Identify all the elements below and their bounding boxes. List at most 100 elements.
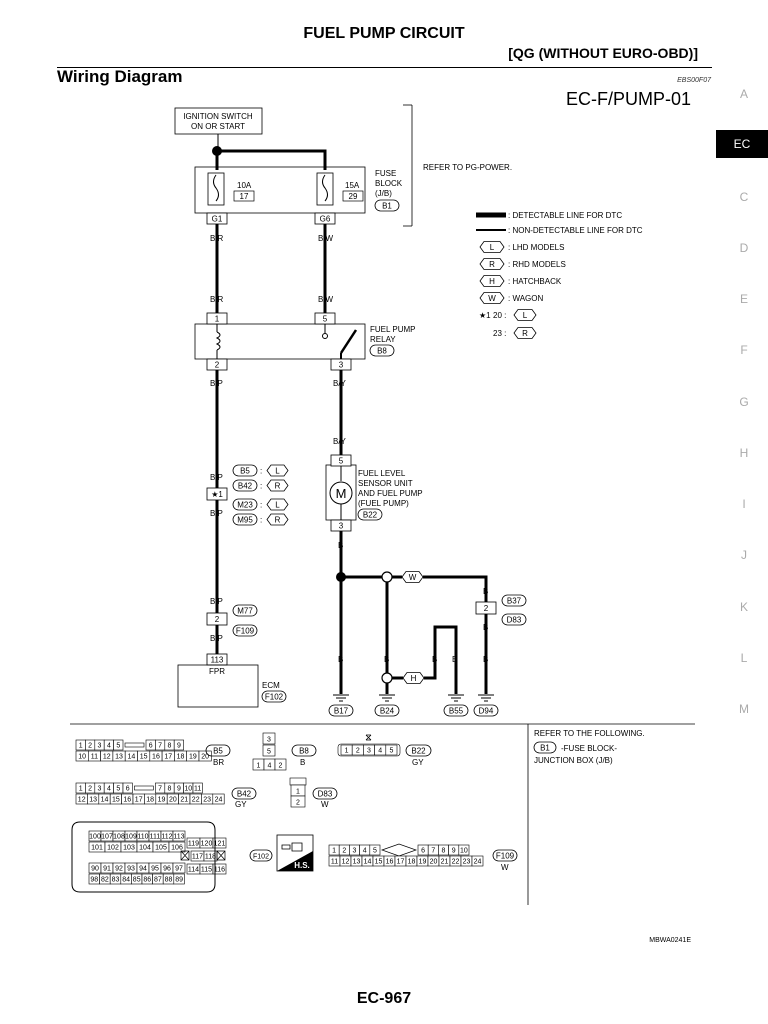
relay-pin-5: 5 xyxy=(323,315,328,324)
f102-r4-pin: 98 xyxy=(90,877,98,884)
f102-r3-pin: 96 xyxy=(163,866,171,873)
f102-badge xyxy=(249,849,273,862)
side-tab-a[interactable]: A xyxy=(739,87,748,101)
legend-nondetectable: : NON-DETECTABLE LINE FOR DTC xyxy=(508,226,643,235)
star-conn-b5: B5 xyxy=(240,467,250,476)
f109-row1-cell xyxy=(369,844,381,856)
star-conn-m23: M23 xyxy=(237,501,253,510)
side-tab-m[interactable]: M xyxy=(739,702,749,716)
f109-conn: F109 xyxy=(236,627,255,636)
refer-conn-badge xyxy=(533,741,557,754)
hs-label: H.S. xyxy=(294,861,310,870)
legend-r-badge xyxy=(479,258,505,270)
section-title: Wiring Diagram xyxy=(57,67,183,86)
side-tab-l[interactable]: L xyxy=(740,651,748,665)
b22-id: B22 xyxy=(411,747,426,756)
star-model-1: L xyxy=(275,467,280,476)
ecm-terminal: FPR xyxy=(209,667,225,676)
b5-row1b-pin: 8 xyxy=(168,743,172,750)
f109-row1b-pin: 7 xyxy=(431,848,435,855)
refer-line-3: JUNCTION BOX (J/B) xyxy=(534,756,613,765)
d83-color: W xyxy=(321,800,329,809)
f109-row2-pin: 16 xyxy=(386,859,394,866)
f102-r2-pin: 105 xyxy=(155,845,167,852)
fuel-pump-relay-box xyxy=(194,323,366,360)
side-tab-e[interactable]: E xyxy=(739,292,748,306)
b42-row2-pin: 22 xyxy=(192,797,200,804)
b5-row2-pin: 20 xyxy=(201,754,209,761)
side-tab-i[interactable]: I xyxy=(742,497,746,511)
pump-label-2: SENSOR UNIT xyxy=(358,479,413,488)
side-tab-d[interactable]: D xyxy=(739,241,749,255)
f102-r2-pin: 106 xyxy=(171,845,183,852)
f102-r2-pin: 104 xyxy=(139,845,151,852)
star-colon-4: : xyxy=(260,516,262,525)
fuse-10a-num: 17 xyxy=(240,192,249,201)
wire-b-label-3: B xyxy=(483,623,488,632)
f102-r4-pin: 89 xyxy=(175,877,183,884)
b8-bottom-pin: 4 xyxy=(268,763,272,770)
diagram-id: EC-F/PUMP-01 xyxy=(565,89,691,109)
wire-bw-label-2: B/W xyxy=(318,295,334,304)
pin-g1: G1 xyxy=(212,215,223,224)
f102-blank-2 xyxy=(216,850,226,861)
f102-r3-cell xyxy=(172,862,186,874)
f102-r3-pin: 91 xyxy=(103,866,111,873)
f109-badge xyxy=(232,624,258,637)
legend-h-text: : HATCHBACK xyxy=(508,277,562,286)
f109-row1-pin: 2 xyxy=(342,848,346,855)
relay-label-2: RELAY xyxy=(370,335,396,344)
d83-lock xyxy=(289,777,307,786)
b42-row2-pin: 15 xyxy=(112,797,120,804)
f102-r3-pin: 92 xyxy=(115,866,123,873)
d83-pin-2: 2 xyxy=(296,800,300,807)
f109-row2-cell xyxy=(471,855,484,867)
ecm-pin: 113 xyxy=(211,656,224,665)
f109-row1b-pin: 6 xyxy=(421,848,425,855)
side-tab-c[interactable]: C xyxy=(739,190,749,204)
legend-h-badge xyxy=(479,275,505,287)
fuse-10a xyxy=(207,172,225,206)
wire-b-label-7: B xyxy=(432,655,437,664)
refer-following: REFER TO THE FOLLOWING. xyxy=(534,729,645,738)
section-code: EBS00F07 xyxy=(677,77,711,84)
hatch-label: H xyxy=(411,674,417,683)
side-tab-f[interactable]: F xyxy=(740,343,748,357)
side-tab-k[interactable]: K xyxy=(739,600,748,614)
b42-row1-pin: 6 xyxy=(126,786,130,793)
ignition-label-2: ON OR START xyxy=(191,122,245,131)
b42-row1-pin: 5 xyxy=(116,786,120,793)
side-tab-g[interactable]: G xyxy=(739,395,749,409)
star-conn-b42: B42 xyxy=(238,482,253,491)
f102-r4-pin: 87 xyxy=(154,877,162,884)
b5-row2-pin: 16 xyxy=(152,754,160,761)
f109-row2-pin: 15 xyxy=(375,859,383,866)
f109-row1-pin: 3 xyxy=(353,848,357,855)
side-tab-ec[interactable]: EC xyxy=(716,130,768,158)
side-tab-h[interactable]: H xyxy=(739,446,749,460)
b42-row1-pin: 2 xyxy=(88,786,92,793)
star-conn-b5-badge xyxy=(232,464,258,477)
fuse-block-conn-badge xyxy=(374,199,400,212)
star-conn-m23-badge xyxy=(232,498,258,511)
legend-l-badge xyxy=(479,241,505,253)
wire-b-label-8: B xyxy=(452,655,457,664)
f109-row2-pin: 14 xyxy=(364,859,372,866)
star-conn-list: B5 : L B42 : R M23 : L M95 : R xyxy=(232,464,289,526)
ignition-feed-wire xyxy=(217,149,327,170)
side-tab-j[interactable]: J xyxy=(741,548,747,562)
legend-detectable: : DETECTABLE LINE FOR DTC xyxy=(508,211,622,220)
ignition-label-1: IGNITION SWITCH xyxy=(183,112,253,121)
f109-color: W xyxy=(501,863,509,872)
refer-conn: B1 xyxy=(540,744,550,753)
ground-b24: B24 xyxy=(380,707,395,716)
f102-r4-pin: 82 xyxy=(101,877,109,884)
star-model-1-badge xyxy=(266,464,289,477)
f102-r1-cell xyxy=(172,830,186,842)
f109-row1b-pin: 10 xyxy=(460,848,468,855)
f109-badge xyxy=(492,849,518,862)
star-model-3: L xyxy=(275,501,280,510)
b5-lock xyxy=(124,742,145,748)
ecm-conn-badge xyxy=(261,690,287,703)
